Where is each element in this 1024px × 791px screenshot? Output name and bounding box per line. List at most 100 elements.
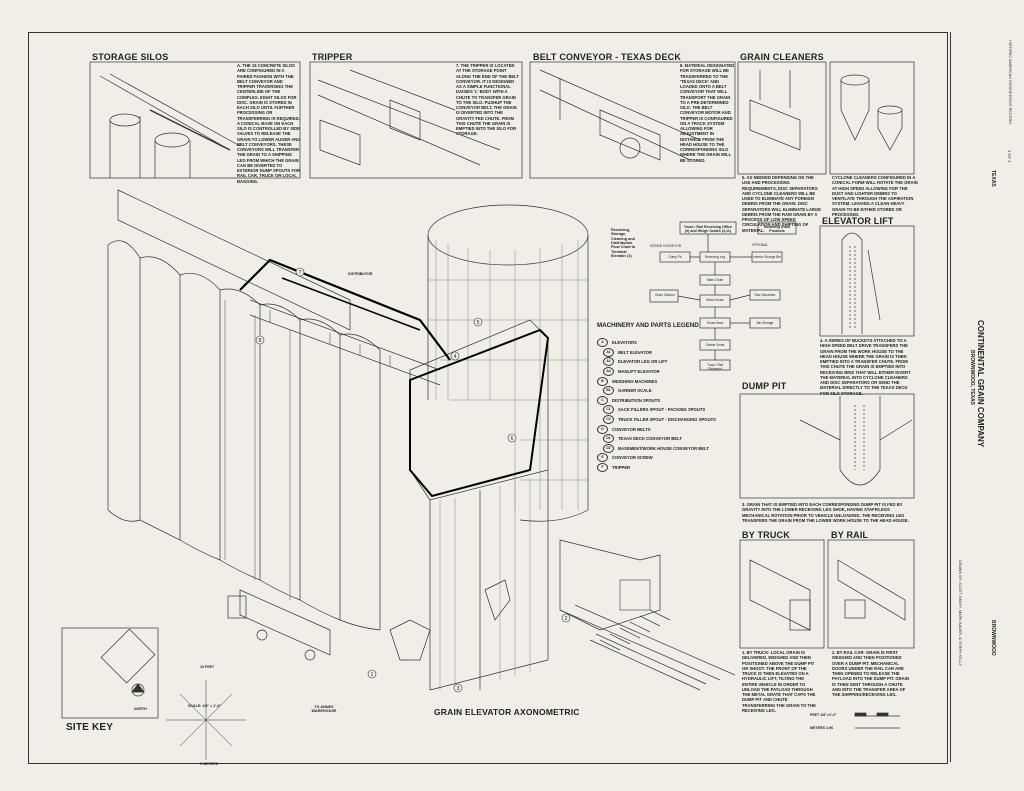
flow-chart-title: Receiving, Storage, Cleaning and Distrib… bbox=[611, 228, 636, 259]
legend-code: B1 bbox=[603, 386, 614, 396]
legend-label: WEIGHING MACHINES bbox=[612, 378, 658, 384]
legend-code: D1 bbox=[603, 434, 614, 444]
storage-silos-panel bbox=[89, 61, 301, 179]
grain-cleaner-panel-b bbox=[829, 61, 915, 175]
heading-by-rail: BY RAIL bbox=[831, 530, 869, 540]
note-by-truck: 1. BY TRUCK- LOCAL GRAIN IS DELIVERED, W… bbox=[742, 650, 816, 713]
legend-code: D bbox=[597, 424, 608, 434]
legend-label: TRUCK FILLER SPOUT - DISCHARGING SPOUTS bbox=[618, 417, 716, 423]
flow-optional: OPTIONAL bbox=[752, 243, 769, 247]
title-block bbox=[950, 32, 1019, 762]
callout-number: 3 bbox=[457, 686, 460, 692]
to-annex-label: TO ANNEX WAREHOUSE bbox=[311, 705, 337, 714]
legend-code: E bbox=[597, 453, 608, 463]
flow-node: Receiving Leg bbox=[704, 255, 726, 259]
callout-number: 5 bbox=[477, 320, 480, 326]
callout-circle bbox=[450, 351, 460, 361]
legend-label: BASEMENT/WORK HOUSE CONVEYOR BELT bbox=[618, 445, 709, 451]
legend-code: A2 bbox=[603, 357, 614, 367]
legend-item: D2 BASEMENT/WORK HOUSE CONVEYOR BELT bbox=[597, 443, 737, 454]
legend-item: B WEIGHING MACHINES bbox=[597, 376, 737, 386]
callout-number: 4 bbox=[454, 354, 457, 360]
heading-belt-conveyor: BELT CONVEYOR - TEXAS DECK bbox=[533, 52, 682, 62]
legend-label: CONVEYOR BELTS bbox=[612, 426, 651, 432]
legend-label: TRIPPER bbox=[612, 465, 631, 471]
note-by-rail: 2. BY RAIL CAR- GRAIN IS FIRST WEIGHED A… bbox=[832, 650, 909, 697]
legend-code: A3 bbox=[603, 367, 614, 377]
by-rail-panel bbox=[827, 539, 915, 649]
legend-code: F bbox=[597, 463, 608, 473]
legend-code: A1 bbox=[603, 347, 614, 357]
legend-item: A2 ELEVATOR LEG OR LIFT bbox=[597, 357, 737, 367]
legend-item: F TRIPPER bbox=[597, 463, 737, 473]
flow-node: Disc Separator bbox=[754, 293, 776, 297]
storage-tank bbox=[427, 204, 589, 522]
legend-item: B1 GARNER SCALE bbox=[597, 386, 737, 396]
callout-circle bbox=[561, 613, 571, 623]
legend-label: TEXAS DECK CONVEYOR BELT bbox=[618, 436, 682, 442]
legend-label: GARNER SCALE bbox=[618, 388, 652, 394]
legend-code: D2 bbox=[603, 443, 614, 453]
sheet-border bbox=[28, 32, 948, 764]
legend-code: A bbox=[597, 338, 608, 348]
callout-number: 6 bbox=[511, 436, 514, 442]
legend-code: C2 bbox=[603, 415, 614, 425]
legend-label: ELEVATOR LEG OR LIFT bbox=[618, 359, 668, 365]
note-storage-silos: A. THE 16 CONCRETE SILOS ARE CONFIGURED … bbox=[237, 63, 301, 184]
flow-node: Dump Pit bbox=[668, 255, 682, 259]
callout-circle bbox=[473, 317, 483, 327]
note-dump-pit: 3. GRAIN THAT IS EMPTIED INTO EACH CORRE… bbox=[742, 502, 909, 523]
by-truck-panel bbox=[739, 539, 825, 649]
concrete-silo-row bbox=[107, 189, 381, 631]
distributor-label: DISTRIBUTOR bbox=[348, 272, 373, 276]
flow-node: Truck / Rail Shipment bbox=[707, 363, 723, 371]
note-tripper: 7. THE TRIPPER IS LOCATED AT THE STORAGE… bbox=[456, 63, 519, 137]
heading-dump-pit: DUMP PIT bbox=[742, 381, 787, 391]
heading-site-key: SITE KEY bbox=[66, 722, 114, 733]
heading-by-truck: BY TRUCK bbox=[742, 530, 790, 540]
meters-scale-label: METERS 1:96 bbox=[810, 726, 834, 730]
legend-label: BELT ELEVATOR bbox=[618, 349, 652, 355]
head-house bbox=[409, 319, 549, 691]
heading-grain-cleaners: GRAIN CLEANERS bbox=[740, 52, 824, 62]
note-grain-cleaners-b: CYCLONE CLEANERS CONFIGURED IN A CONICAL… bbox=[832, 175, 918, 217]
note-grain-cleaners-a: 5. AS NEEDED DEPENDING ON THE USE AND PR… bbox=[742, 175, 821, 233]
callout-circle bbox=[367, 669, 377, 679]
note-belt-conveyor: 8. MATERIAL DESIGNATED FOR STORAGE WILL … bbox=[680, 63, 735, 163]
heading-elevator-lift: ELEVATOR LIFT bbox=[822, 216, 894, 226]
scale-label: SCALE: 1/8" = 1'-0" bbox=[188, 704, 221, 708]
flow-node: Bin Storage bbox=[756, 321, 774, 325]
flow-node: Grain Cleaner bbox=[655, 293, 675, 297]
flow-right-box: Incoming Grain Products bbox=[763, 225, 791, 234]
callout-circle bbox=[255, 335, 265, 345]
heading-axonometric: GRAIN ELEVATOR AXONOMETRIC bbox=[434, 707, 580, 717]
feet-scale-label: FEET 1/8"=1'-0" bbox=[810, 713, 837, 717]
legend-code: C1 bbox=[603, 405, 614, 415]
legend-code: C bbox=[597, 395, 608, 405]
legend-title: MACHINERY AND PARTS LEGEND bbox=[597, 322, 699, 329]
flow-node: Interior Storage Bin bbox=[753, 255, 781, 259]
callout-number: 1 bbox=[371, 672, 374, 678]
legend-label: DISTRIBUTION SPOUTS bbox=[612, 397, 661, 403]
callout-circle bbox=[507, 433, 517, 443]
heading-tripper: TRIPPER bbox=[312, 52, 353, 62]
meters-label: 0 METERS bbox=[200, 762, 218, 766]
legend-code: B bbox=[597, 376, 608, 386]
legend-item: D1 TEXAS DECK CONVEYOR BELT bbox=[597, 434, 737, 444]
flow-top-box: Truck / Rail Receiving Office (2) and We… bbox=[683, 225, 733, 234]
legend-item: D CONVEYOR BELTS bbox=[597, 424, 737, 434]
north-label: NORTH bbox=[134, 707, 147, 711]
elevator-lift-panel bbox=[819, 225, 915, 337]
callout-number: 2 bbox=[565, 616, 568, 622]
tripper-panel bbox=[309, 61, 523, 179]
note-elevator-lift: 4. A SERIES OF BUCKETS ATTACHED TO A HIG… bbox=[820, 338, 911, 396]
flow-node: Main Chute bbox=[706, 278, 724, 282]
legend-item: A1 BELT ELEVATOR bbox=[597, 347, 737, 358]
belt-conveyor-panel bbox=[529, 61, 736, 179]
ten-feet-label: 10 FEET bbox=[200, 665, 215, 669]
callout-circle bbox=[453, 683, 463, 693]
